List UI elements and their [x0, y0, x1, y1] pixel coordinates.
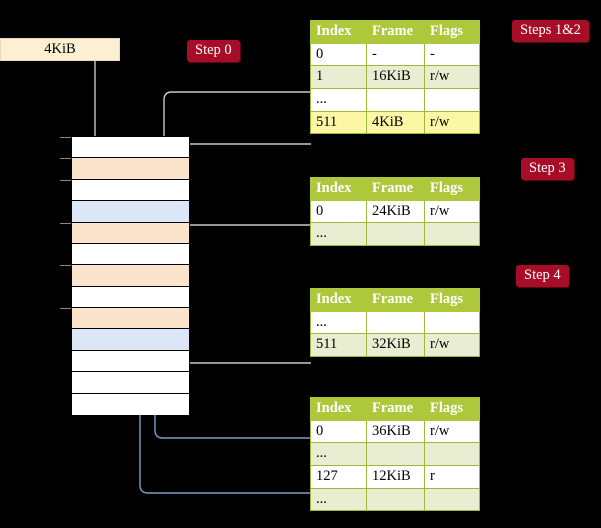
- chip-step-3: Step 3: [521, 158, 574, 180]
- cell-frame: -: [366, 42, 425, 67]
- cell-frame: 4KiB: [366, 110, 425, 135]
- cell-frame: 24KiB: [366, 199, 425, 224]
- virtual-page-label: 4KiB: [44, 41, 76, 57]
- cell-flags: [424, 487, 480, 512]
- column-header-index: Index: [310, 20, 367, 44]
- cell-index: 0: [310, 42, 367, 67]
- cell-frame: 32KiB: [366, 333, 425, 358]
- memory-frame-row: [72, 350, 189, 373]
- cell-index: ...: [310, 487, 367, 512]
- cell-index: 0: [310, 419, 367, 444]
- cell-frame: [366, 88, 425, 112]
- cell-flags: r/w: [424, 333, 480, 358]
- column-header-frame: Frame: [366, 397, 425, 421]
- cell-index: ...: [310, 310, 367, 335]
- column-header-frame: Frame: [366, 177, 425, 201]
- memory-frame-row: [72, 179, 189, 202]
- cell-frame: [366, 310, 425, 335]
- table-row: ...: [310, 442, 480, 467]
- memory-frame-tick: [60, 137, 71, 138]
- cell-frame: [366, 442, 425, 467]
- cell-flags: [424, 442, 480, 467]
- physical-memory-column: [60, 136, 190, 415]
- column-header-index: Index: [310, 288, 367, 312]
- table-row: ...: [310, 487, 480, 512]
- memory-frame-tick: [60, 308, 71, 310]
- cell-frame: 16KiB: [366, 65, 425, 90]
- cell-index: 1: [310, 65, 367, 90]
- chip-step-4: Step 4: [516, 265, 569, 287]
- memory-frame-tick: [60, 222, 71, 224]
- memory-frame-row: [72, 372, 189, 394]
- memory-frame-row: [72, 265, 189, 287]
- cell-index: 0: [310, 199, 367, 224]
- column-header-flags: Flags: [424, 177, 480, 201]
- cell-flags: [424, 88, 480, 112]
- cell-flags: r/w: [424, 65, 480, 90]
- cell-frame: [366, 222, 425, 247]
- memory-frame-row: [72, 308, 189, 330]
- column-header-frame: Frame: [366, 20, 425, 44]
- cell-index: 511: [310, 333, 367, 358]
- chip-step-0-label: Step 0: [195, 42, 232, 58]
- cell-flags: [424, 310, 480, 335]
- table-row: 0--: [310, 42, 480, 67]
- memory-frame-row: [72, 286, 189, 309]
- chip-steps-1-2: Steps 1&2: [512, 20, 589, 42]
- memory-frame-row: [72, 222, 189, 244]
- memory-frame-row: [72, 158, 189, 180]
- table-row: ...: [310, 222, 480, 247]
- cell-flags: r/w: [424, 419, 480, 444]
- cell-flags: [424, 222, 480, 247]
- memory-frame-tick: [60, 158, 71, 160]
- cell-index: 127: [310, 465, 367, 489]
- table-row: ...: [310, 310, 480, 335]
- memory-frame-tick: [60, 265, 71, 267]
- cell-flags: r: [424, 465, 480, 489]
- table-row: ...: [310, 88, 480, 112]
- cell-flags: r/w: [424, 199, 480, 224]
- memory-frame-row: [72, 393, 189, 415]
- column-header-index: Index: [310, 177, 367, 201]
- column-header-flags: Flags: [424, 288, 480, 312]
- cell-frame: 12KiB: [366, 465, 425, 489]
- memory-frame-row: [72, 329, 189, 351]
- memory-frame-tick: [60, 179, 71, 181]
- chip-step-4-label: Step 4: [524, 267, 561, 283]
- virtual-page-box: 4KiB: [0, 38, 120, 61]
- chip-step-0: Step 0: [187, 40, 240, 62]
- memory-frame-row: [72, 201, 189, 223]
- memory-frame-row: [72, 137, 189, 159]
- chip-steps-1-2-label: Steps 1&2: [520, 22, 581, 38]
- cell-frame: [366, 487, 425, 512]
- cell-index: 511: [310, 110, 367, 135]
- column-header-index: Index: [310, 397, 367, 421]
- column-header-frame: Frame: [366, 288, 425, 312]
- column-header-flags: Flags: [424, 397, 480, 421]
- cell-flags: -: [424, 42, 480, 67]
- column-header-flags: Flags: [424, 20, 480, 44]
- chip-step-3-label: Step 3: [529, 160, 566, 176]
- cell-frame: 36KiB: [366, 419, 425, 444]
- cell-index: ...: [310, 442, 367, 467]
- cell-flags: r/w: [424, 110, 480, 135]
- memory-frame-row: [72, 243, 189, 266]
- cell-index: ...: [310, 88, 367, 112]
- cell-index: ...: [310, 222, 367, 247]
